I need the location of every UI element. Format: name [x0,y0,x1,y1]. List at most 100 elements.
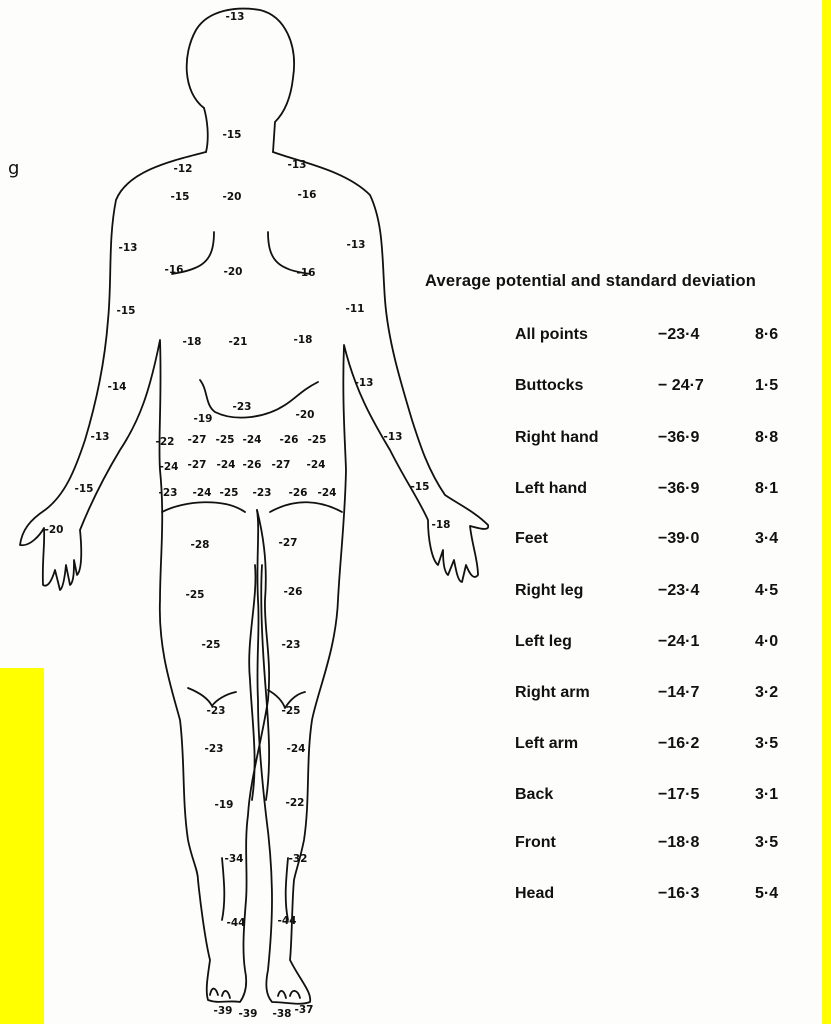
point-value: -24 [160,461,179,473]
point-value: -12 [174,163,193,175]
left-buttock-curve [162,502,245,512]
point-value: -13 [226,11,245,23]
point-value: -18 [432,519,451,531]
point-value: -44 [278,915,297,927]
right-buttock-curve [270,502,342,512]
point-value: -23 [207,705,226,717]
point-value: -26 [289,487,308,499]
point-value: -15 [75,483,94,495]
row-label: Feet [515,530,548,548]
row-avg: −39·0 [658,530,699,548]
point-value: -28 [191,539,210,551]
point-value: -16 [298,189,317,201]
point-value: -39 [214,1005,233,1017]
point-value: -25 [216,434,235,446]
point-value: -16 [297,267,316,279]
row-label: Left leg [515,633,572,651]
row-label: Head [515,885,554,903]
point-value: -20 [45,524,64,536]
row-sd: 3·1 [755,786,778,804]
left-toes [210,989,230,998]
right-toes [278,991,300,998]
point-value: -34 [225,853,244,865]
neck-left [204,108,208,152]
point-value: -27 [272,459,291,471]
point-value: -38 [273,1008,292,1020]
point-value: -22 [286,797,305,809]
point-value: -23 [159,487,178,499]
point-value: -20 [223,191,242,203]
point-value: -20 [224,266,243,278]
point-value: -37 [295,1004,314,1016]
point-value: -27 [188,459,207,471]
point-value: -25 [186,589,205,601]
point-value: -19 [215,799,234,811]
right-ankle [286,858,288,920]
point-value: -15 [117,305,136,317]
row-label: Back [515,786,553,804]
point-value: -20 [296,409,315,421]
point-value: -32 [289,853,308,865]
row-sd: 8·6 [755,326,778,344]
row-label: Left hand [515,480,587,498]
point-value: -14 [108,381,127,393]
row-avg: −23·4 [658,582,699,600]
point-value: -25 [220,487,239,499]
row-sd: 8·8 [755,429,778,447]
row-sd: 3·5 [755,834,778,852]
point-value: -13 [347,239,366,251]
point-value: -13 [119,242,138,254]
point-value: -44 [227,917,246,929]
row-avg: −16·2 [658,735,699,753]
point-value: -23 [233,401,252,413]
point-value: -24 [193,487,212,499]
row-label: Buttocks [515,377,583,395]
point-value: -13 [384,431,403,443]
point-value: -18 [294,334,313,346]
point-value: -23 [282,639,301,651]
point-value: -26 [280,434,299,446]
point-value: -22 [156,436,175,448]
point-value: -26 [284,586,303,598]
row-sd: 8·1 [755,480,778,498]
row-avg: −36·9 [658,429,699,447]
point-value: -13 [288,159,307,171]
point-value: -16 [165,264,184,276]
point-value: -24 [217,459,236,471]
point-value: -21 [229,336,248,348]
row-avg: − 24·7 [658,377,704,395]
point-value: -26 [243,459,262,471]
row-sd: 4·0 [755,633,778,651]
row-sd: 3·4 [755,530,778,548]
row-label: Right leg [515,582,583,600]
point-value: -15 [171,191,190,203]
row-avg: −17·5 [658,786,699,804]
point-value: -24 [287,743,306,755]
table-title: Average potential and standard deviation [425,272,756,291]
point-value: -13 [355,377,374,389]
row-label: All points [515,326,588,344]
left-knee-curve [188,688,236,706]
row-avg: −18·8 [658,834,699,852]
row-sd: 3·2 [755,684,778,702]
point-value: -19 [194,413,213,425]
point-value: -27 [188,434,207,446]
point-value: -13 [91,431,110,443]
row-sd: 3·5 [755,735,778,753]
row-avg: −16·3 [658,885,699,903]
point-value: -25 [202,639,221,651]
point-value: -24 [318,487,337,499]
point-value: -27 [279,537,298,549]
point-value: -18 [183,336,202,348]
point-value: -11 [346,303,365,315]
point-value: -23 [253,487,272,499]
point-value: -15 [223,129,242,141]
row-sd: 4·5 [755,582,778,600]
row-avg: −36·9 [658,480,699,498]
row-avg: −23·4 [658,326,699,344]
point-value: -23 [205,743,224,755]
point-value: -25 [308,434,327,446]
point-value: -25 [282,705,301,717]
point-value: -24 [307,459,326,471]
inner-leg-left [249,565,255,800]
